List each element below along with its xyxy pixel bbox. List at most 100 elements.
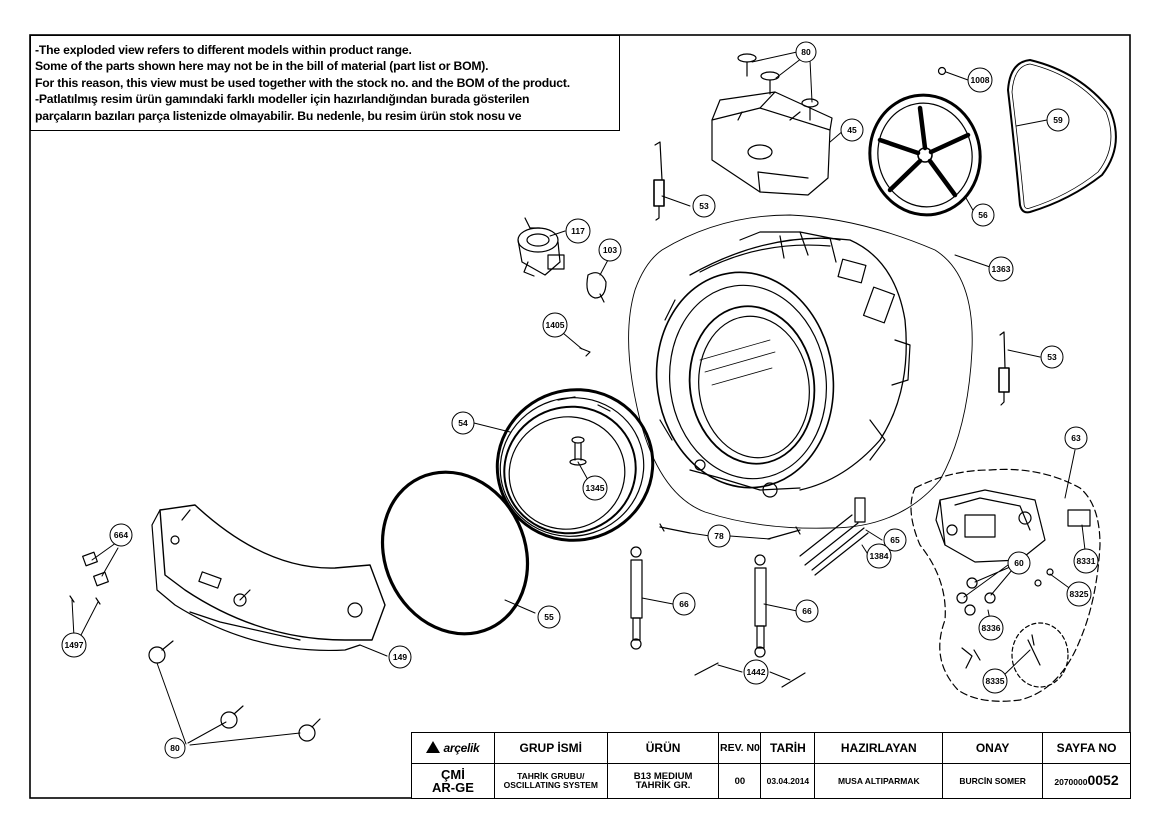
balloon-45: 45	[840, 118, 864, 142]
header-approval: ONAY	[942, 732, 1044, 764]
balloon-65: 65	[883, 528, 907, 552]
part-54-door-bellow	[495, 388, 655, 542]
balloon-label: 1363	[992, 264, 1011, 274]
balloon-149: 149	[388, 645, 412, 669]
title-block: arçelik GRUP İSMİ ÜRÜN REV. N0 TARİH HAZ…	[411, 732, 1131, 799]
part-63-motor	[935, 489, 1046, 563]
balloon-label: 60	[1014, 558, 1024, 568]
header-product: ÜRÜN	[606, 732, 720, 764]
part-66-shock-right	[754, 554, 767, 658]
balloon-label: 8331	[1077, 556, 1096, 566]
balloon-53-upper: 53	[692, 194, 716, 218]
part-balloons: 80 1008 59 45 56 53 117 103 1363 1405 53…	[61, 41, 1099, 759]
group-name-value: TAHRİK GRUBU/OSCILLATING SYSTEM	[493, 763, 608, 799]
rev-value: 00	[718, 763, 762, 799]
balloon-label: 1008	[971, 75, 990, 85]
balloon-56: 56	[971, 203, 995, 227]
motor-group-outline	[910, 468, 1101, 702]
note-line: -The exploded view refers to different m…	[35, 43, 412, 57]
balloon-60: 60	[1007, 551, 1031, 575]
balloon-label: 1405	[546, 320, 565, 330]
part-1442-pins	[694, 662, 806, 688]
balloon-53-right: 53	[1040, 345, 1064, 369]
balloon-label: 53	[1047, 352, 1057, 362]
motor-screws	[956, 568, 1054, 616]
approved-by-value: BURCİN SOMER	[942, 763, 1044, 799]
balloon-label: 80	[801, 47, 811, 57]
arcelik-logo-icon	[426, 741, 441, 753]
balloon-1442: 1442	[743, 659, 769, 685]
balloon-8331: 8331	[1073, 548, 1099, 574]
page-no-value: 20700000052	[1042, 763, 1131, 799]
header-rev-no: REV. N0	[718, 732, 762, 764]
balloon-63: 63	[1064, 426, 1088, 450]
balloon-label: 1345	[586, 483, 605, 493]
balloon-label: 8335	[986, 676, 1005, 686]
part-1345-stud	[569, 436, 587, 466]
balloon-1384: 1384	[866, 543, 892, 569]
part-117-pump	[517, 217, 565, 277]
balloon-1008: 1008	[967, 67, 993, 93]
balloon-label: 53	[699, 201, 709, 211]
balloon-1497: 1497	[61, 632, 87, 658]
drum-tub	[655, 231, 911, 498]
balloon-1363: 1363	[988, 256, 1014, 282]
balloon-label: 8336	[982, 623, 1001, 633]
balloon-label: 103	[603, 245, 617, 255]
balloon-label: 117	[571, 226, 585, 236]
balloon-label: 63	[1071, 433, 1081, 443]
balloon-label: 66	[802, 606, 812, 616]
part-66-shock-left	[630, 546, 643, 650]
part-53-spring-right	[998, 331, 1010, 406]
balloon-label: 8325	[1070, 589, 1089, 599]
balloon-59: 59	[1046, 108, 1070, 132]
balloon-label: 59	[1053, 115, 1063, 125]
balloon-label: 65	[890, 535, 900, 545]
tub-region-outline	[628, 214, 973, 529]
balloon-66-right: 66	[795, 599, 819, 623]
part-8335-region	[1011, 622, 1069, 688]
balloon-54: 54	[451, 411, 475, 435]
header-date: TARİH	[760, 732, 816, 764]
part-59-belt	[1007, 59, 1117, 214]
disclaimer-note: -The exploded view refers to different m…	[30, 35, 620, 131]
balloon-label: 1384	[870, 551, 889, 561]
part-78-pins	[659, 526, 801, 540]
balloon-55: 55	[537, 605, 561, 629]
part-45-cover	[711, 91, 833, 196]
balloon-label: 80	[170, 743, 180, 753]
balloon-1405: 1405	[542, 312, 568, 338]
brand-logo: arçelik	[411, 732, 495, 764]
part-103-clamp	[586, 272, 607, 303]
balloon-117: 117	[565, 218, 591, 244]
note-line: Some of the parts shown here may not be …	[35, 59, 489, 74]
balloon-8325: 8325	[1066, 581, 1092, 607]
balloon-label: 664	[114, 530, 128, 540]
balloon-label: 1497	[65, 640, 84, 650]
note-line: parçaların bazıları parça listenizde olm…	[35, 108, 522, 123]
part-53-spring-upper	[653, 141, 665, 221]
leader-lines	[71, 51, 1086, 746]
part-65-heater	[799, 497, 869, 576]
part-56-pulley	[868, 93, 982, 217]
balloon-1345: 1345	[582, 475, 608, 501]
balloon-80-top: 80	[795, 41, 817, 63]
part-149-counterweight	[151, 504, 386, 652]
balloon-8335: 8335	[982, 668, 1008, 694]
balloon-664: 664	[109, 523, 133, 547]
balloon-78: 78	[707, 524, 731, 548]
header-prepared-by: HAZIRLAYAN	[814, 732, 944, 764]
header-page-no: SAYFA NO	[1042, 732, 1131, 764]
header-group-name: GRUP İSMİ	[493, 732, 608, 764]
prepared-by-value: MUSA ALTIPARMAK	[814, 763, 944, 799]
balloon-8336: 8336	[978, 615, 1004, 641]
part-80-bolts-bottom	[148, 640, 321, 742]
balloon-label: 66	[679, 599, 689, 609]
note-line: For this reason, this view must be used …	[35, 75, 570, 90]
balloon-label: 149	[393, 652, 407, 662]
balloon-label: 78	[714, 531, 724, 541]
note-line: -Patlatılmış resim ürün gamındaki farklı…	[35, 92, 530, 107]
